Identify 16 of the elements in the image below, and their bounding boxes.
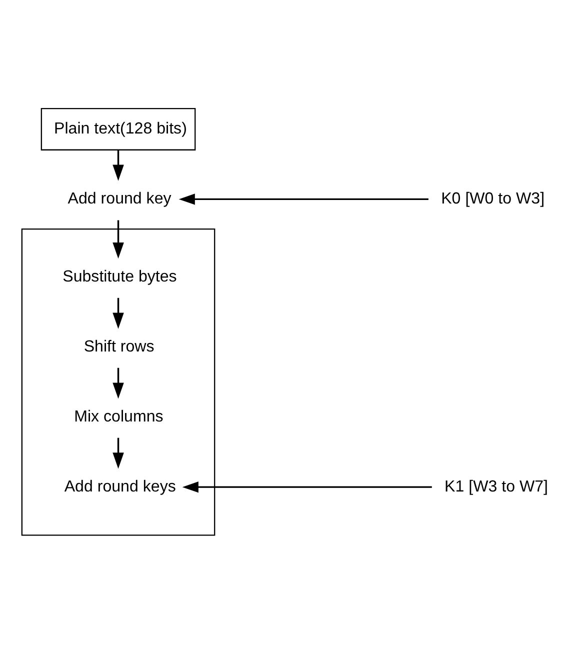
- node-text: Mix columns: [74, 407, 164, 426]
- arrow: [112, 368, 124, 399]
- arrow: [178, 194, 428, 205]
- arrow: [112, 438, 124, 469]
- node-text: Substitute bytes: [62, 267, 177, 286]
- node-text: Add round key: [68, 189, 172, 208]
- node-text: Add round keys: [64, 477, 176, 496]
- node-text: Shift rows: [84, 337, 154, 356]
- arrow: [112, 298, 124, 329]
- node-box: Plain text(128 bits): [40, 108, 196, 150]
- arrow: [112, 220, 124, 259]
- arrow: [182, 481, 432, 493]
- arrow: [112, 150, 124, 181]
- node-text: K0 [W0 to W3]: [441, 189, 545, 208]
- node-text: K1 [W3 to W7]: [444, 477, 548, 496]
- cluster: [21, 228, 216, 536]
